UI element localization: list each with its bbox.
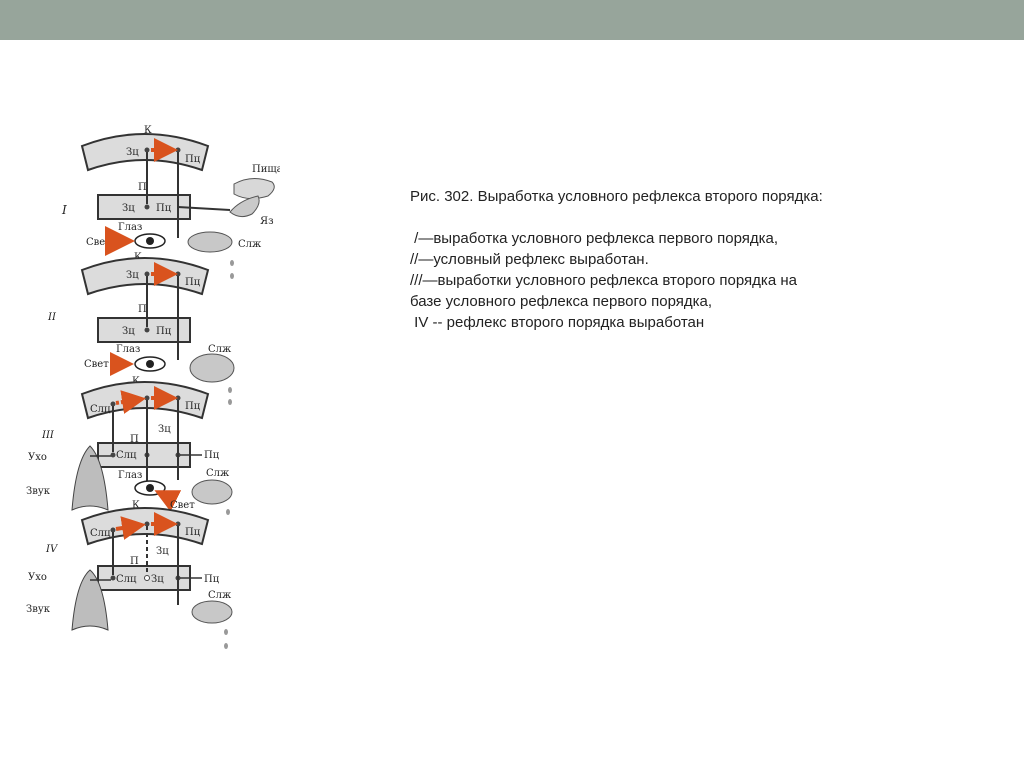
subcortex-left-center: Слц	[116, 574, 137, 585]
stage-4: IV К Слц Пц Зц П Слц Зц Пц Ухо Звук Слж	[26, 500, 233, 649]
food-label: Пища	[252, 164, 280, 175]
cortex-right-center: Пц	[185, 154, 201, 165]
caption-line-1: /—выработка условного рефлекса первого п…	[410, 230, 779, 247]
ear-label: Ухо	[28, 452, 47, 463]
reflex-diagram: I К Зц Пц П Зц Пц Пища Яз Глаз Свет Слж …	[20, 120, 280, 660]
stage-2: II К Зц Пц П Зц Пц Глаз Свет Слж	[47, 252, 235, 405]
reflex-diagram-svg: I К Зц Пц П Зц Пц Пища Яз Глаз Свет Слж …	[26, 125, 280, 649]
eye-label: Глаз	[118, 470, 142, 481]
cortex-label: К	[132, 500, 140, 511]
tongue-label: Яз	[260, 216, 274, 227]
caption-line-3: ///—выработки условного рефлекса второго…	[410, 272, 797, 289]
sound-label: Звук	[26, 604, 51, 615]
subcortex-right-center: Пц	[156, 203, 172, 214]
cortex-right-center: Пц	[185, 277, 201, 288]
ear-label: Ухо	[28, 572, 47, 583]
cortex-left-center: Зц	[126, 270, 139, 281]
subcortex-label: П	[130, 556, 139, 567]
subcortex-right-center: Пц	[204, 450, 220, 461]
cortex-arc	[80, 257, 210, 296]
salivary-gland-icon	[187, 231, 233, 253]
gland-label: Слж	[208, 590, 232, 601]
stage-3: III К Слц Пц Зц П Слц Пц Ухо Звук Глаз С…	[26, 376, 233, 515]
cortex-left-center: Слц	[90, 404, 111, 415]
subcortex-box	[97, 317, 191, 343]
caption-line-5: IV -- рефлекс второго порядка выработан	[410, 314, 705, 331]
stage-roman-numeral: I	[61, 203, 67, 217]
light-label: Свет	[84, 359, 109, 370]
gland-label: Слж	[208, 344, 232, 355]
salivary-gland-icon	[191, 600, 233, 624]
gland-label: Слж	[206, 468, 230, 479]
slide-header-bar	[0, 0, 1024, 40]
salivary-gland-icon	[191, 479, 233, 505]
mid-center-label: Зц	[156, 546, 169, 557]
cortex-right-center: Пц	[185, 401, 201, 412]
subcortex-label: П	[138, 304, 147, 315]
caption-line-4: базе условного рефлекса первого порядка,	[410, 293, 713, 310]
cortex-left-center: Слц	[90, 528, 111, 539]
eye-label: Глаз	[116, 344, 140, 355]
mid-center-label: Зц	[158, 424, 171, 435]
subcortex-label: П	[138, 182, 147, 193]
light-label: Свет	[170, 500, 195, 511]
stage-1: I К Зц Пц П Зц Пц Пища Яз Глаз Свет Слж	[61, 125, 280, 279]
gland-label: Слж	[238, 239, 262, 250]
subcortex-left-center: Зц	[122, 203, 135, 214]
ear-icon	[71, 445, 109, 511]
tongue-icon	[229, 195, 260, 218]
caption-title: Рис. 302. Выработка условного рефлекса в…	[410, 188, 823, 205]
stage-roman-numeral: III	[41, 430, 55, 441]
food-icon	[233, 178, 275, 200]
cortex-left-center: Зц	[126, 147, 139, 158]
cortex-right-center: Пц	[185, 527, 201, 538]
stage-roman-numeral: IV	[45, 544, 59, 555]
subcortex-right-center: Пц	[156, 326, 172, 337]
sound-label: Звук	[26, 486, 51, 497]
light-label: Свет	[86, 237, 111, 248]
eye-label: Глаз	[118, 222, 142, 233]
subcortex-mid-center: Зц	[151, 574, 164, 585]
subcortex-right-center: Пц	[204, 574, 220, 585]
subcortex-box	[97, 194, 191, 220]
cortex-label: К	[144, 125, 152, 136]
stage-roman-numeral: II	[47, 312, 57, 323]
caption-line-2: //—условный рефлекс выработан.	[410, 251, 649, 268]
salivary-gland-icon	[189, 353, 235, 383]
ear-icon	[71, 569, 109, 631]
subcortex-left-center: Зц	[122, 326, 135, 337]
subcortex-label: П	[130, 434, 139, 445]
subcortex-left-center: Слц	[116, 450, 137, 461]
figure-caption: Рис. 302. Выработка условного рефлекса в…	[410, 186, 910, 333]
